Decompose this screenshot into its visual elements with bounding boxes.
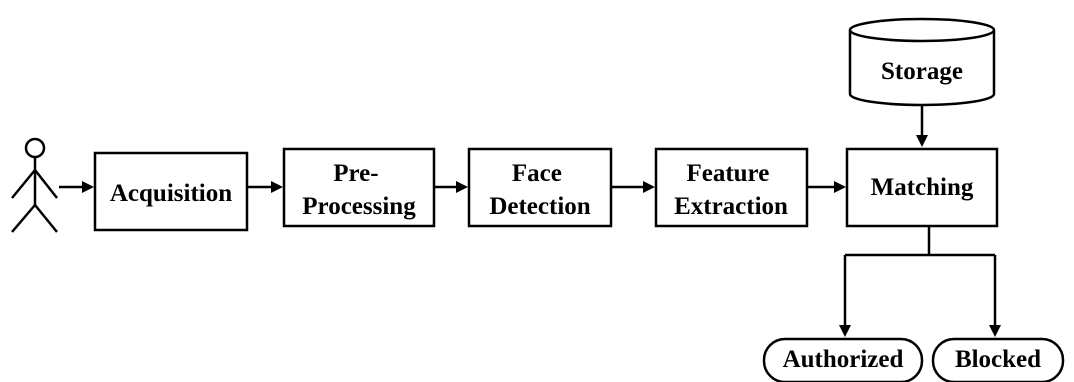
actor-stick-figure-icon: [11, 137, 58, 233]
acquisition-box: Acquisition: [93, 151, 249, 232]
connector-storage-to-matching: [916, 105, 928, 147]
preprocessing-label: Pre- Processing: [302, 160, 416, 220]
connector-preprocessing-to-face-detection: [434, 181, 468, 193]
face-detection-label: Face Detection: [489, 160, 590, 220]
storage-label: Storage: [881, 58, 963, 85]
connector-feature-extraction-to-matching: [807, 181, 846, 193]
storage-cylinder: Storage: [848, 17, 996, 107]
authorized-terminal: Authorized: [762, 337, 924, 382]
preprocessing-box: Pre- Processing: [282, 147, 436, 228]
connector-acquisition-to-preprocessing: [247, 181, 283, 193]
feature-extraction-box: Feature Extraction: [654, 147, 809, 228]
blocked-terminal: Blocked: [931, 337, 1065, 382]
feature-extraction-label: Feature Extraction: [674, 160, 788, 220]
authorized-label: Authorized: [783, 346, 904, 373]
connector-face-detection-to-feature-extraction: [611, 181, 655, 193]
matching-label: Matching: [871, 174, 974, 201]
connector-matching-to-outcomes: [839, 226, 1001, 337]
face-detection-box: Face Detection: [467, 147, 613, 228]
blocked-label: Blocked: [955, 346, 1041, 373]
acquisition-label: Acquisition: [110, 180, 232, 207]
connector-actor-to-acquisition: [59, 181, 94, 193]
matching-box: Matching: [845, 147, 999, 228]
